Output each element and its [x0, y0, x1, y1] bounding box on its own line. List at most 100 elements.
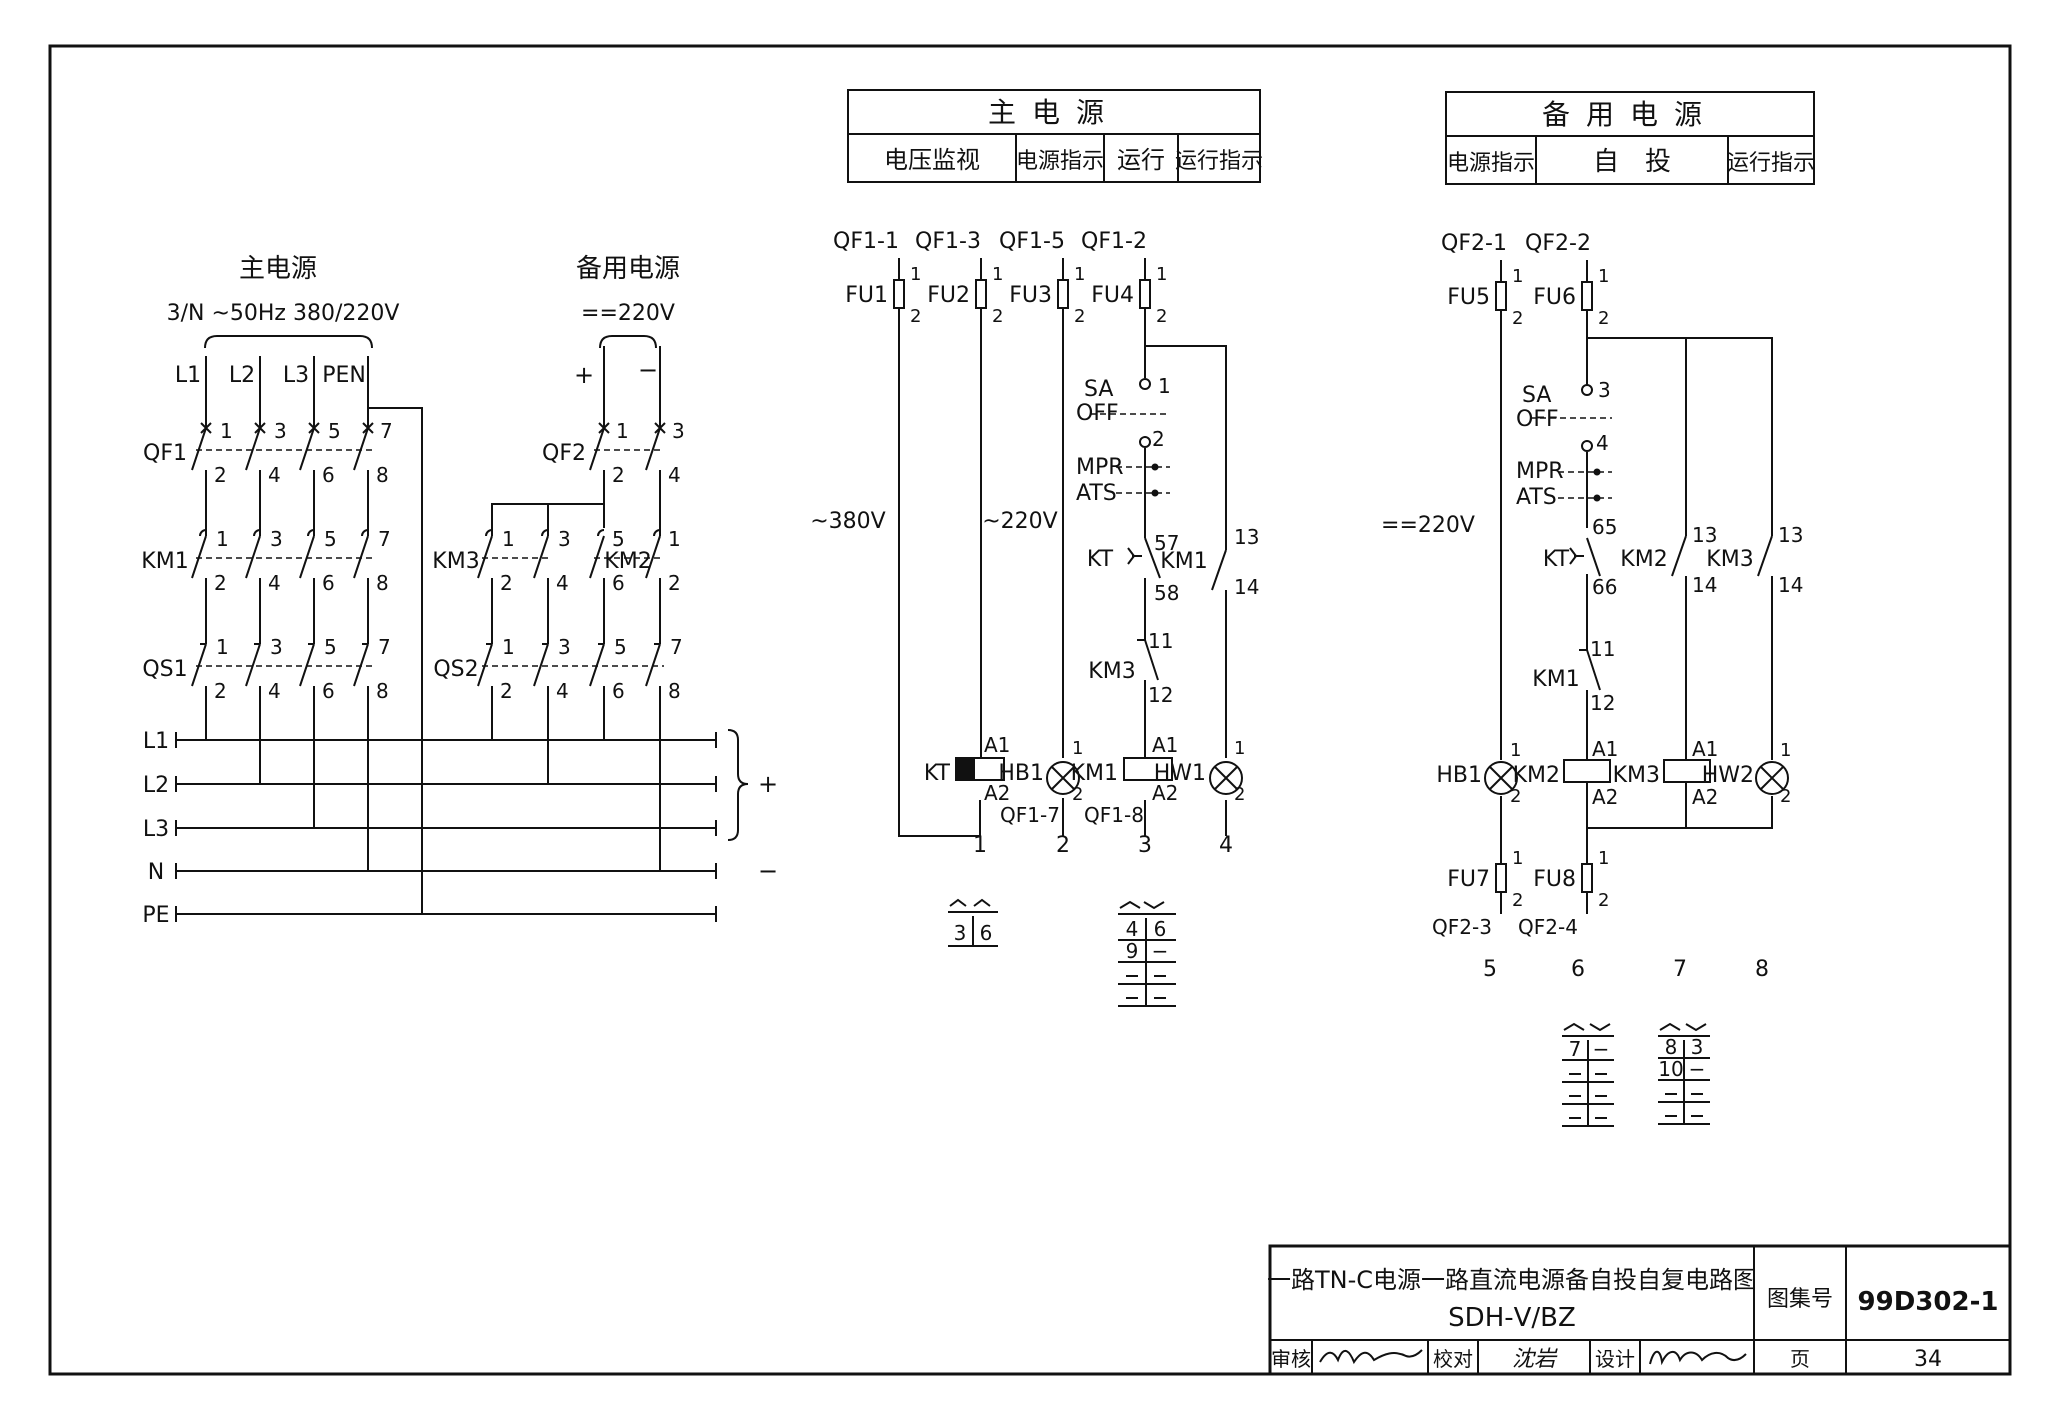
main-out-4: 4: [1219, 833, 1233, 858]
design-label: 设计: [1595, 1347, 1635, 1371]
main-phase-wires: [205, 356, 369, 871]
km1-marks: [199, 529, 369, 537]
km2-marks: [597, 529, 661, 537]
kt-a2: A2: [984, 781, 1010, 805]
main-sa-label: SA: [1084, 377, 1113, 402]
main-control-circuit: 主电源 电压监视 电源指示 运行 运行指示 QF1-1 QF1-3 QF1-5 …: [810, 89, 1263, 858]
dc-minus-label: −: [638, 356, 658, 384]
backup-km2-14: 14: [1692, 573, 1717, 597]
svg-text:2: 2: [1234, 784, 1245, 805]
backup-km3-label: KM3: [1706, 547, 1753, 572]
backup-mpr-label: MPR: [1516, 459, 1564, 484]
qs2-t1: 1: [502, 635, 515, 659]
qs1-t4: 4: [268, 679, 281, 703]
backup-header-table: [1445, 91, 1815, 185]
km1-a1: A1: [1152, 733, 1178, 757]
backup-kt-contact: [1569, 537, 1601, 577]
km3-blades: [477, 535, 549, 579]
qf2-marks: [598, 422, 666, 434]
phase-label-pen: PEN: [322, 363, 366, 388]
qf1-t7: 7: [380, 419, 393, 443]
volt-220-dc: ==220V: [1381, 513, 1475, 538]
main-kt-label: KT: [1087, 547, 1114, 572]
qf2-blades: [589, 427, 661, 471]
qs1-t2: 2: [214, 679, 227, 703]
km3-label: KM3: [432, 549, 479, 574]
phase-label-l1: L1: [175, 363, 201, 388]
drawing-title: 一路TN-C电源一路直流电源备自投自复电路图: [1267, 1266, 1757, 1294]
main-km1-contact: [1211, 549, 1227, 600]
main-lamp-terminals: 12 12: [1072, 738, 1245, 805]
qs1-t7: 7: [378, 635, 391, 659]
km2-label: KM2: [604, 549, 651, 574]
backup-kt-66: 66: [1592, 575, 1617, 599]
kt-coil-label: KT: [924, 761, 951, 786]
km2-coil-label: KM2: [1513, 763, 1560, 788]
main-terminal-numbers: 1 3 5 7 2 4 6 8 1 3 5 7 2 4 6 8 1 3 5 7 …: [214, 419, 393, 703]
backup-hb1-label: HB1: [1436, 763, 1482, 788]
supply-qf2-2: QF2-2: [1525, 231, 1591, 256]
pe-branch-wire: [368, 407, 423, 914]
fu4-label: FU4: [1091, 283, 1134, 308]
fu2-label: FU2: [927, 283, 970, 308]
fu7-label: FU7: [1447, 867, 1490, 892]
contact-table-4: 8 3 10 −: [1658, 1022, 1710, 1125]
svg-text:2: 2: [1780, 786, 1791, 807]
km3-t3: 3: [558, 527, 571, 551]
fu1-label: FU1: [845, 283, 888, 308]
bus-brace: [727, 729, 749, 841]
backup-km3-contact: [1757, 535, 1773, 586]
fu8-symbol: [1581, 863, 1593, 893]
hb1-lamp: [1046, 761, 1080, 795]
svg-text:2: 2: [1598, 890, 1609, 911]
backup-sa-t4: 4: [1596, 431, 1609, 455]
backup-hb1-lamp: [1484, 761, 1518, 795]
qs2-t2: 2: [500, 679, 513, 703]
power-circuit: 主电源 3/N ~50Hz 380/220V 备用电源 ==220V L1 L2…: [141, 254, 778, 928]
backup-out-6: 6: [1571, 957, 1585, 982]
supply-qf1-1: QF1-1: [833, 229, 899, 254]
main-out-2: 2: [1056, 833, 1070, 858]
bus-label-l3: L3: [143, 817, 169, 842]
main-header-col-voltage: 电压监视: [884, 146, 980, 174]
fu8-label: FU8: [1533, 867, 1576, 892]
km3-coil: [1663, 759, 1711, 783]
main-sa-terminal-2: [1139, 436, 1151, 448]
main-sa-t1: 1: [1158, 374, 1171, 398]
svg-text:2: 2: [1598, 308, 1609, 329]
ct4-c: 10: [1658, 1057, 1683, 1081]
ct4-d: −: [1689, 1057, 1706, 1081]
backup-km2-contact: [1671, 535, 1687, 586]
page-label: 页: [1790, 1347, 1810, 1371]
qs2-t6: 6: [612, 679, 625, 703]
backup-out-8: 8: [1755, 957, 1769, 982]
km3-t2: 2: [500, 571, 513, 595]
svg-text:1: 1: [1780, 740, 1791, 761]
backup-off-label: OFF: [1516, 407, 1559, 432]
km1-t8: 8: [376, 571, 389, 595]
qf2-t2: 2: [612, 463, 625, 487]
km3-t1: 1: [502, 527, 515, 551]
backup-km1-12: 12: [1590, 691, 1615, 715]
bus-plus-label: +: [758, 770, 778, 798]
fu5-label: FU5: [1447, 285, 1490, 310]
qf1-t3: 3: [274, 419, 287, 443]
main-header-col-run: 运行: [1117, 146, 1165, 174]
qf1-7-label: QF1-7: [1000, 803, 1060, 827]
qs2-t8: 8: [668, 679, 681, 703]
main-mpr-label: MPR: [1076, 455, 1124, 480]
title-block: 一路TN-C电源一路直流电源备自投自复电路图 SDH-Ⅴ/BZ 图集号 99D3…: [1267, 1244, 2012, 1376]
backup-fuse-terminals: 12 12 12 12: [1512, 266, 1609, 911]
bus-minus-label: −: [758, 857, 778, 885]
hw1-label: HW1: [1154, 761, 1206, 786]
backup-header-col-power-ind: 电源指示: [1447, 151, 1535, 176]
main-sa-terminal-1: [1139, 378, 1151, 390]
fu2-symbol: [975, 279, 987, 309]
km3-marks: [485, 529, 549, 537]
km1-t2: 2: [214, 571, 227, 595]
main-ats-label: ATS: [1076, 481, 1117, 506]
fu3-symbol: [1057, 279, 1069, 309]
svg-text:1: 1: [1512, 848, 1523, 869]
svg-text:2: 2: [1072, 784, 1083, 805]
